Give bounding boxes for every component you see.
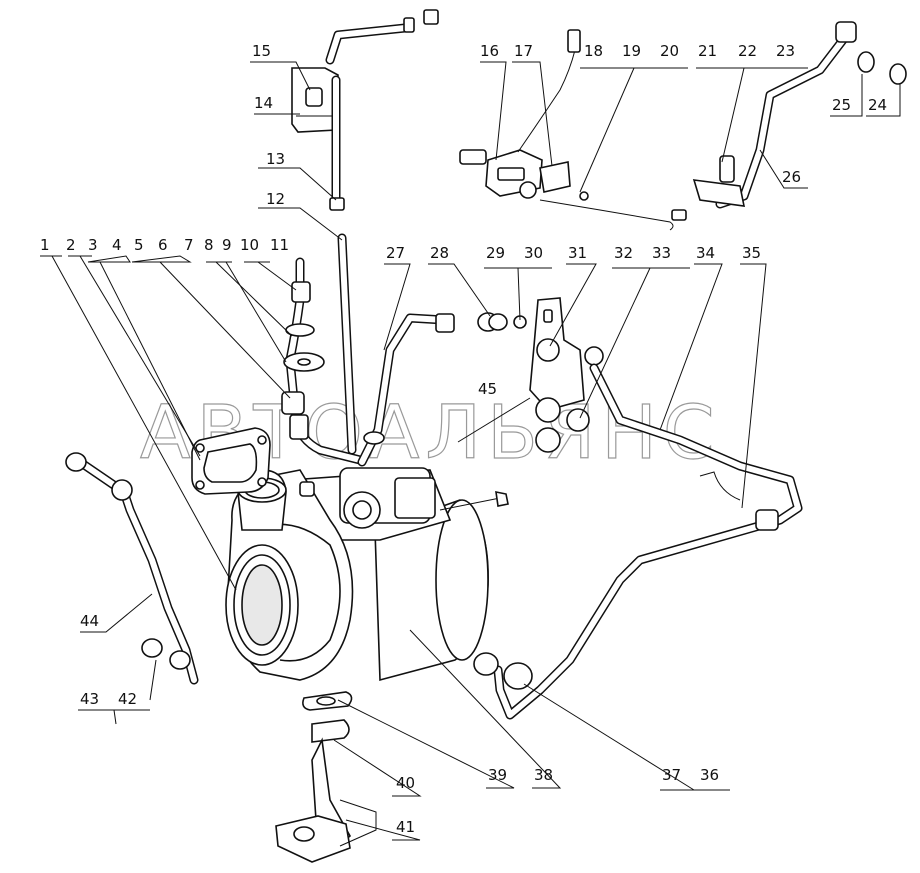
vertical-tube-12: [325, 9, 439, 455]
valve-block: [529, 297, 604, 453]
callout-31: 31: [568, 244, 587, 262]
callout-28: 28: [430, 244, 449, 262]
callout-41: 41: [396, 818, 415, 836]
callout-10: 10: [240, 236, 259, 254]
callout-18: 18: [584, 42, 603, 60]
callout-29: 29: [486, 244, 505, 262]
callout-23: 23: [776, 42, 795, 60]
callout-4: 4: [112, 236, 122, 254]
callout-42: 42: [118, 690, 137, 708]
exhaust-flange-gasket: [191, 427, 271, 495]
callout-7: 7: [184, 236, 194, 254]
callout-12: 12: [266, 190, 285, 208]
callout-37: 37: [662, 766, 681, 784]
callout-2: 2: [66, 236, 76, 254]
callout-13: 13: [266, 150, 285, 168]
callout-45: 45: [478, 380, 497, 398]
pipe-44: [65, 452, 199, 685]
callout-16: 16: [480, 42, 499, 60]
fittings-28-30: [477, 312, 527, 332]
callout-9: 9: [222, 236, 232, 254]
pressure-sensor-module: [459, 29, 687, 231]
callout-5: 5: [134, 236, 144, 254]
callout-40: 40: [396, 774, 415, 792]
callout-30: 30: [524, 244, 543, 262]
callout-1: 1: [40, 236, 50, 254]
callout-17: 17: [514, 42, 533, 60]
drain-assembly: [275, 691, 377, 863]
callout-26: 26: [782, 168, 801, 186]
callout-8: 8: [204, 236, 214, 254]
callout-21: 21: [698, 42, 717, 60]
callout-39: 39: [488, 766, 507, 784]
callout-15: 15: [252, 42, 271, 60]
parts-drawing: [65, 9, 907, 863]
callout-36: 36: [700, 766, 719, 784]
callout-20: 20: [660, 42, 679, 60]
callout-32: 32: [614, 244, 633, 262]
pipe-27: [357, 313, 455, 467]
callout-22: 22: [738, 42, 757, 60]
return-pipe: [473, 363, 803, 720]
callout-labels: 1 2 3 4 5 6 7 8 9 10 11 12 13 14 15 16 1…: [40, 42, 887, 836]
leader-lines: [40, 61, 901, 841]
callout-34: 34: [696, 244, 715, 262]
bracket: [291, 67, 339, 133]
callout-6: 6: [158, 236, 168, 254]
callout-35: 35: [742, 244, 761, 262]
callout-27: 27: [386, 244, 405, 262]
callout-44: 44: [80, 612, 99, 630]
callout-43: 43: [80, 690, 99, 708]
callout-14: 14: [254, 94, 273, 112]
callout-38: 38: [534, 766, 553, 784]
callout-24: 24: [868, 96, 887, 114]
callout-25: 25: [832, 96, 851, 114]
pipe-26: [692, 21, 907, 209]
oil-feed-line: [281, 257, 365, 465]
callout-11: 11: [270, 236, 289, 254]
callout-19: 19: [622, 42, 641, 60]
callout-33: 33: [652, 244, 671, 262]
turbocharger-assembly: [225, 467, 509, 682]
callout-3: 3: [88, 236, 98, 254]
